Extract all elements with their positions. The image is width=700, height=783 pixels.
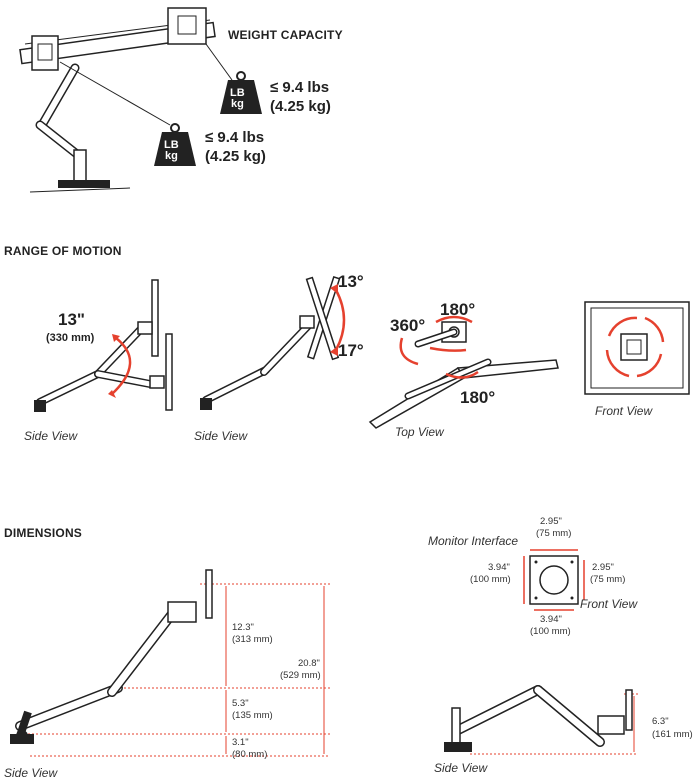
middle-height-in: 5.3": [232, 698, 249, 709]
front-view-illustration: [584, 301, 690, 395]
total-height-in: 20.8": [298, 658, 320, 669]
low-side-view-caption: Side View: [434, 761, 488, 775]
interface-left-mm: (100 mm): [470, 574, 511, 585]
dual-arm-illustration: [19, 7, 233, 193]
weight-icon-kg: kg: [165, 150, 178, 162]
top-view-illustration: [368, 315, 559, 429]
weight-icon-lb: LB: [164, 139, 179, 151]
left-weight-lbs: ≤ 9.4 lbs: [205, 129, 265, 146]
middle-height-mm: (135 mm): [232, 710, 273, 721]
low-height-in: 6.3": [652, 716, 669, 727]
low-position-illustration: [444, 685, 638, 755]
tilt-up-label: 13°: [338, 272, 364, 291]
interface-bottom-in: 3.94": [540, 614, 562, 625]
weight-icon-kg: kg: [231, 98, 244, 110]
tilt-down-label: 17°: [338, 341, 364, 360]
right-weight-lbs: ≤ 9.4 lbs: [270, 79, 330, 96]
weight-capacity-heading: WEIGHT CAPACITY: [228, 28, 343, 42]
side-view-caption: Side View: [24, 429, 78, 443]
rotate-360-label: 360°: [390, 316, 426, 335]
interface-front-view-caption: Front View: [580, 597, 638, 611]
interface-top-mm: (75 mm): [536, 528, 572, 539]
height-adjust-value: 13": [58, 310, 85, 329]
interface-right-mm: (75 mm): [590, 574, 626, 585]
weight-icon: [220, 71, 262, 114]
weight-icon-lb: LB: [230, 87, 245, 99]
side-view-tilt-illustration: [200, 275, 346, 410]
interface-right-in: 2.95": [592, 562, 614, 573]
dimensions-side-illustration: [10, 569, 330, 757]
interface-bottom-mm: (100 mm): [530, 626, 571, 637]
right-weight-kg: (4.25 kg): [270, 98, 331, 115]
top-view-caption: Top View: [395, 425, 444, 439]
left-weight-kg: (4.25 kg): [205, 148, 266, 165]
side-view-caption: Side View: [194, 429, 248, 443]
dimensions-heading: DIMENSIONS: [4, 526, 83, 540]
lower-height-in: 3.1": [232, 737, 249, 748]
swivel-180-label: 180°: [440, 300, 476, 319]
front-view-caption: Front View: [595, 404, 653, 418]
lower-height-mm: (80 mm): [232, 749, 268, 760]
interface-top-in: 2.95": [540, 516, 562, 527]
interface-left-in: 3.94": [488, 562, 510, 573]
weight-icon: [154, 123, 196, 166]
range-of-motion-heading: RANGE OF MOTION: [4, 244, 122, 258]
upper-height-mm: (313 mm): [232, 634, 273, 645]
side-view-height-illustration: [34, 279, 173, 412]
height-adjust-mm: (330 mm): [46, 332, 95, 344]
low-height-mm: (161 mm): [652, 729, 693, 740]
monitor-interface-label: Monitor Interface: [428, 534, 519, 548]
upper-height-in: 12.3": [232, 622, 254, 633]
side-view-caption: Side View: [4, 766, 58, 780]
total-height-mm: (529 mm): [280, 670, 321, 681]
monitor-interface-diagram: [523, 549, 585, 611]
pan-180-label: 180°: [460, 388, 496, 407]
